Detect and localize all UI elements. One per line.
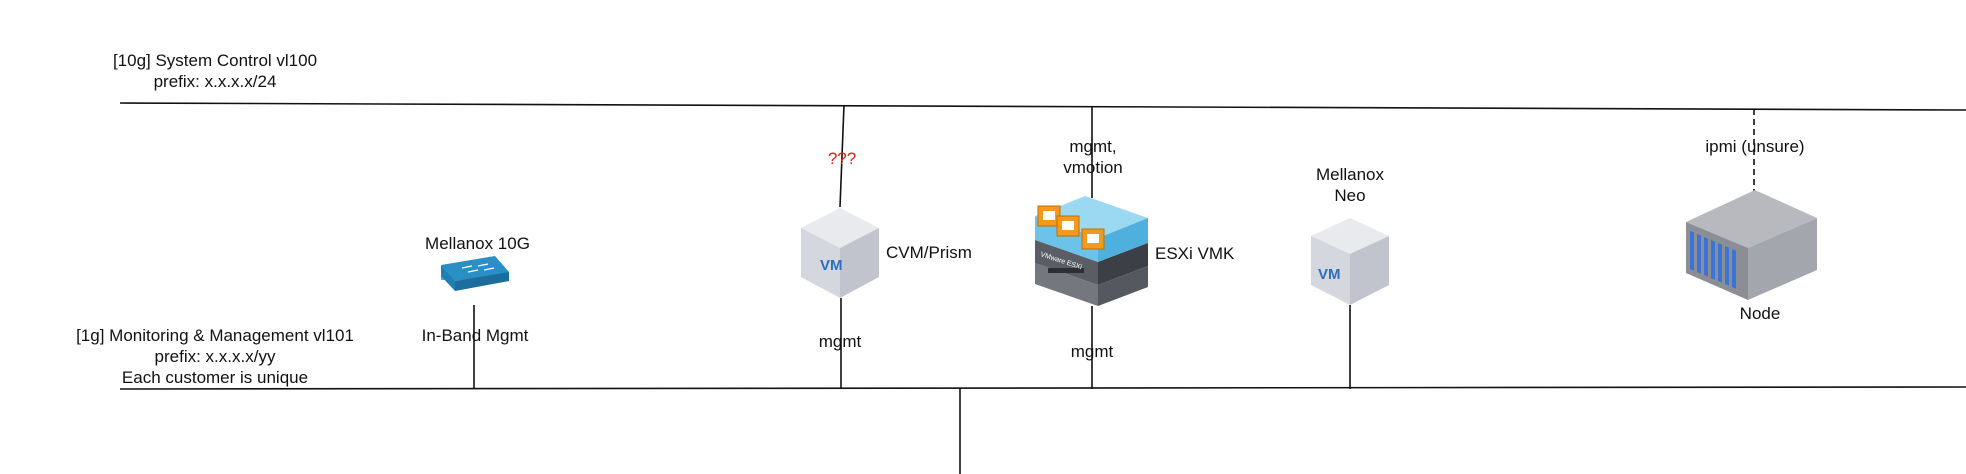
mellanox-neo-line2: Neo	[1334, 186, 1366, 205]
in-band-mgmt-label: In-Band Mgmt	[421, 326, 529, 345]
server-node-icon	[1686, 190, 1817, 300]
neo-vm-icon-text: VM	[1318, 266, 1341, 283]
cvm-prism-name: CVM/Prism	[886, 243, 972, 262]
cvm-top-link-line	[839, 104, 845, 208]
monitoring-prefix: prefix: x.x.x.x/yy	[154, 347, 276, 366]
esxi-mgmt-label: mgmt	[1070, 342, 1114, 361]
node-name: Node	[1739, 304, 1781, 323]
esxi-top-label-line2: vmotion	[1063, 158, 1123, 177]
system-control-prefix: prefix: x.x.x.x/24	[153, 72, 277, 91]
cvm-vm-icon-text: VM	[820, 257, 843, 274]
monitoring-network-label: [1g] Monitoring & Management vl101 prefi…	[60, 325, 370, 388]
system-control-network-label: [10g] System Control vl100 prefix: x.x.x…	[95, 50, 335, 92]
esxi-vmk-name: ESXi VMK	[1155, 244, 1235, 263]
mellanox-neo-name: Mellanox Neo	[1290, 164, 1410, 206]
cvm-mgmt-label: mgmt	[818, 332, 862, 351]
switch-icon	[441, 256, 509, 291]
esxi-top-label-line1: mgmt,	[1069, 137, 1117, 156]
system-control-bus-line	[119, 102, 1966, 111]
monitoring-note: Each customer is unique	[121, 368, 309, 387]
ipmi-label: ipmi (unsure)	[1705, 137, 1805, 156]
system-control-name: [10g] System Control vl100	[112, 51, 318, 70]
monitoring-bus-line	[119, 386, 1966, 390]
monitoring-name: [1g] Monitoring & Management vl101	[76, 326, 354, 345]
esxi-top-label: mgmt, vmotion	[1040, 136, 1146, 178]
esxi-host-icon: VMware ESXi	[1035, 196, 1148, 306]
cvm-vm-cube-icon: VM	[801, 208, 879, 298]
neo-vm-cube-icon: VM	[1311, 218, 1389, 305]
cvm-unknown-link-label: ???	[827, 149, 857, 168]
mellanox-switch-name: Mellanox 10G	[425, 234, 530, 253]
mellanox-neo-line1: Mellanox	[1315, 165, 1385, 184]
